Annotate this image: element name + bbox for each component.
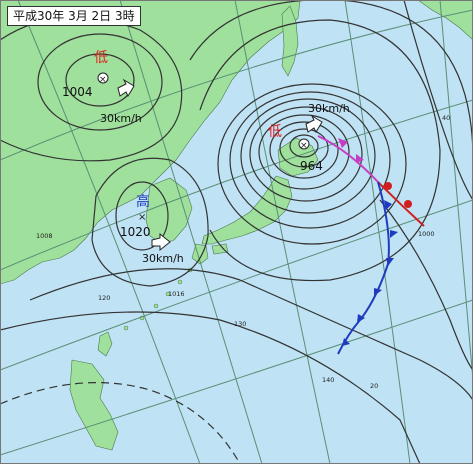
- center-cross-icon: ×: [138, 212, 146, 223]
- isobar-label: 1016: [168, 290, 185, 298]
- grid-label: 120: [98, 294, 110, 302]
- land-taiwan: [97, 331, 113, 357]
- low-pressure-deep: 低 × 964 30km/h: [268, 102, 350, 173]
- pressure-value: 1004: [62, 85, 93, 99]
- movement-speed: 30km/h: [142, 252, 184, 265]
- land-honshu: [201, 175, 293, 245]
- pressure-value: 1020: [120, 225, 151, 239]
- grid-label: 130: [234, 320, 246, 328]
- movement-speed: 30km/h: [308, 102, 350, 115]
- land-kamchatka: [417, 0, 473, 41]
- isobar-label: 1008: [36, 232, 53, 240]
- movement-arrow-icon: [117, 78, 135, 98]
- land-philippines: [69, 359, 119, 451]
- land-korea: [145, 177, 193, 245]
- map-title: 平成30年 3月 2日 3時: [7, 6, 141, 26]
- grid-label: 20: [370, 382, 378, 390]
- isobar-dashed: [0, 382, 241, 464]
- occluded-front: [317, 135, 379, 183]
- grid-label: 140: [322, 376, 334, 384]
- high-pressure: 高 × 1020 30km/h: [120, 193, 184, 265]
- center-cross-icon: ×: [99, 75, 107, 85]
- high-label: 高: [136, 193, 150, 210]
- low-pressure-west: 低 × 1004 30km/h: [62, 50, 142, 125]
- movement-speed: 30km/h: [100, 112, 142, 125]
- land-shikoku: [211, 243, 229, 255]
- movement-arrow-icon: [305, 114, 323, 134]
- cold-front: [337, 181, 390, 355]
- movement-arrow-icon: [151, 232, 171, 252]
- pressure-value: 964: [300, 159, 323, 173]
- center-cross-icon: ×: [300, 141, 308, 151]
- warm-front: [377, 181, 425, 227]
- isobar-label: 1000: [418, 230, 435, 238]
- center-marker-icon: [298, 138, 310, 150]
- grid-label: 40: [442, 114, 450, 122]
- low-label: 低: [94, 50, 108, 66]
- center-marker-icon: [97, 72, 109, 84]
- fronts: [317, 135, 425, 355]
- low-label: 低: [268, 124, 282, 140]
